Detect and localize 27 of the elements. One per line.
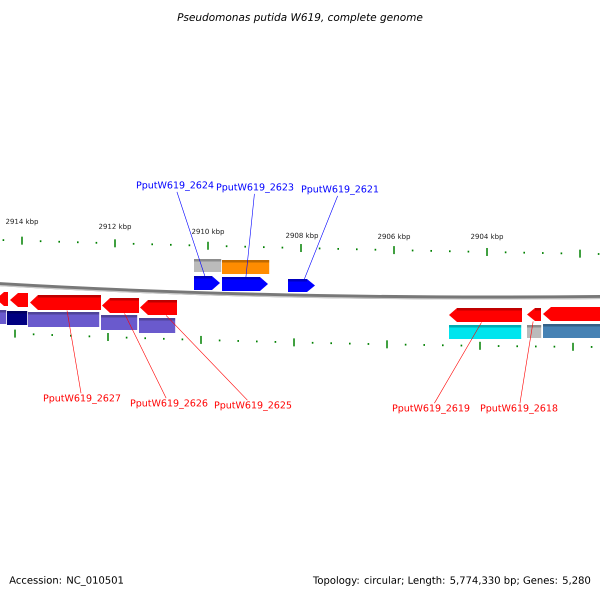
leader-line [176,192,206,276]
leader-line [166,315,248,400]
leader-line [520,321,534,404]
leader-line [434,322,482,404]
gene-label: PputW619_2624 [136,181,214,191]
leader-line [246,194,255,278]
gene-label: PputW619_2623 [216,183,294,193]
gene-symbol [527,308,541,321]
gene-label: PputW619_2619 [392,404,470,414]
gene-label: PputW619_2621 [302,185,378,195]
gene-symbol [102,298,139,313]
leader-line [304,196,338,280]
leader-line [124,313,166,398]
gene-label: PputW619_2625 [214,401,292,411]
gene-symbol [288,279,315,292]
gene-symbol [194,276,220,290]
leader-line [66,310,82,394]
accession-text: Accession: NC_010501 [9,576,123,586]
gene-symbol [30,295,101,310]
gene-symbol [222,277,268,291]
gene-label: PputW619_2618 [480,404,558,414]
genome-info-text: Topology: circular; Length: 5,774,330 bp; Genes: 5,280 [312,576,590,586]
gene-label: PputW619_2626 [130,399,208,409]
gene-symbol [449,308,522,322]
title: Pseudomonas putida W619, complete genome [177,12,422,24]
gene-label: PputW619_2627 [44,394,120,404]
gene-symbol [140,300,177,315]
